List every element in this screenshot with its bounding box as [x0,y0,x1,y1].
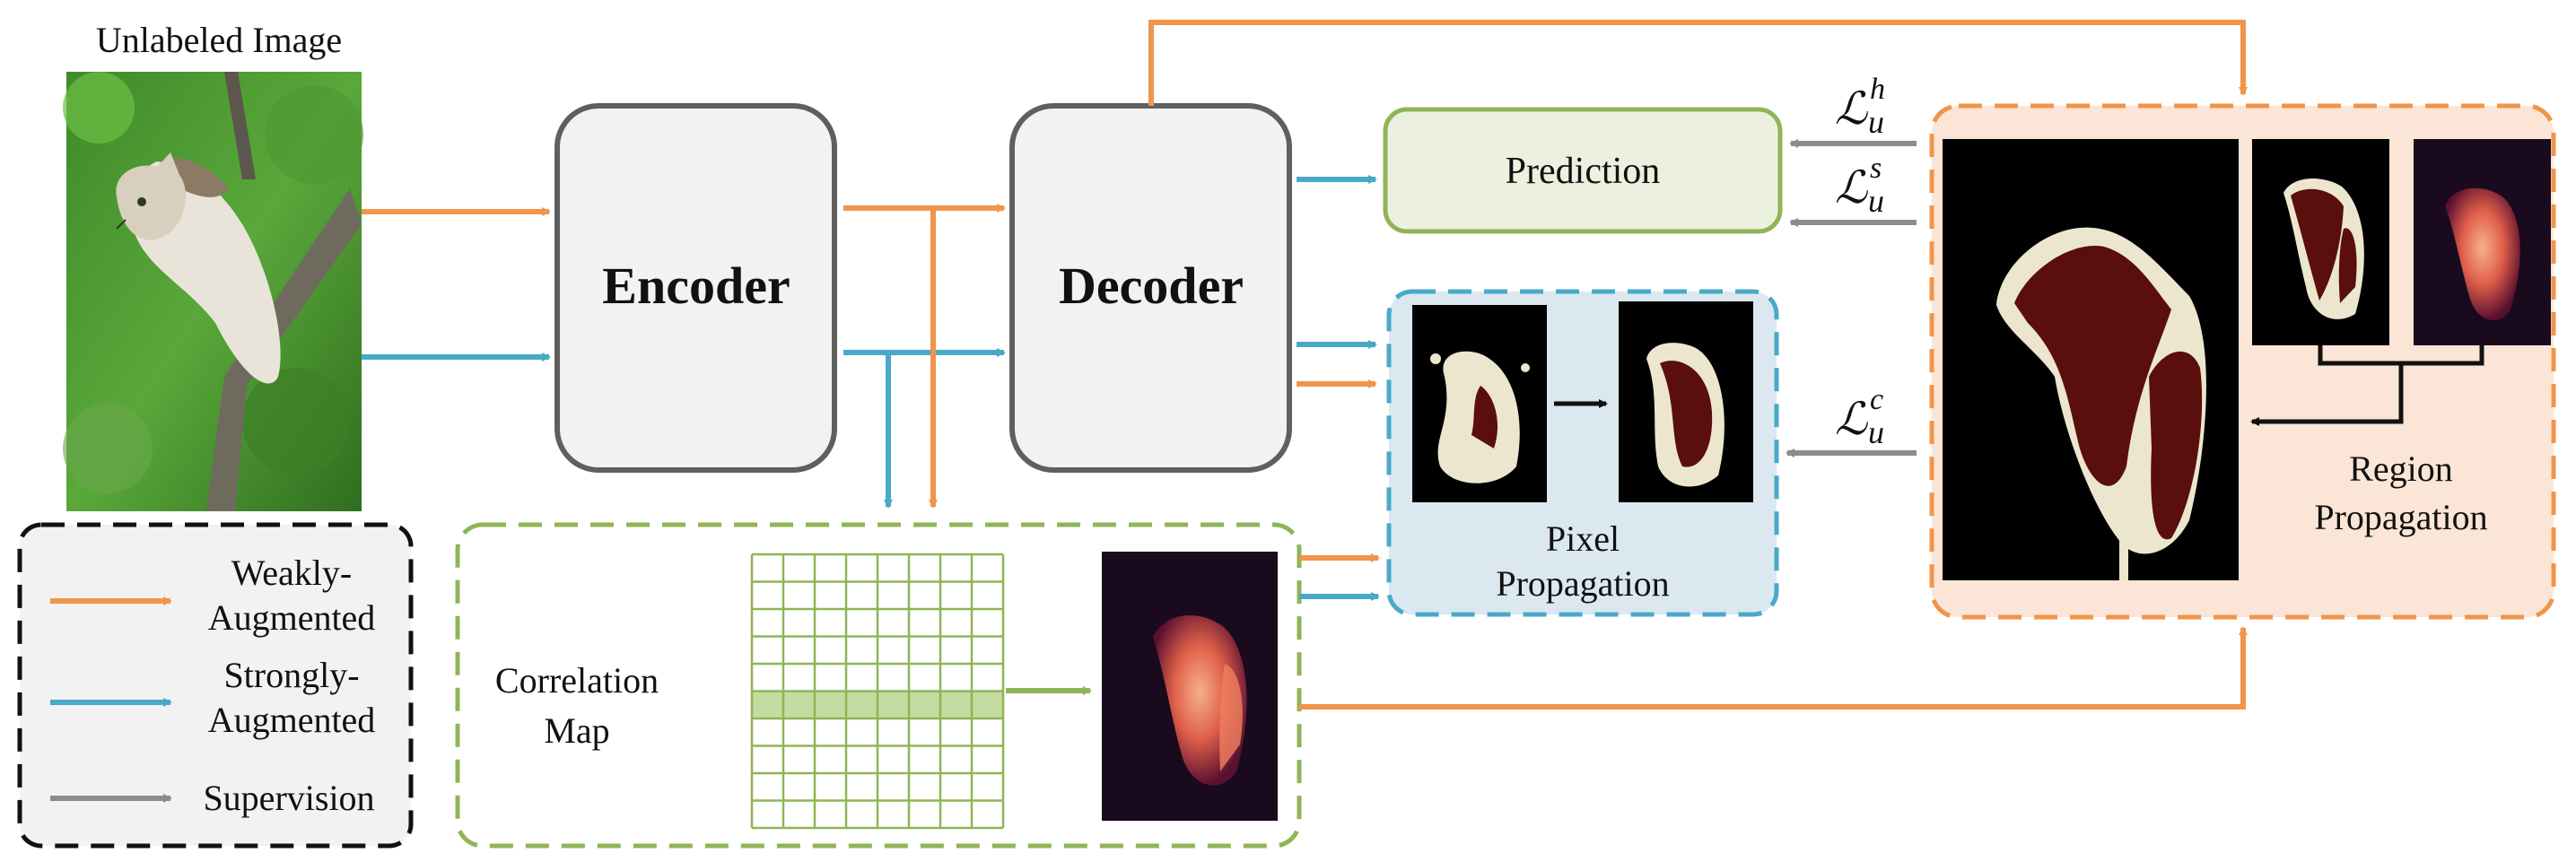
weak-arrow-decoder-to-region [1148,20,2248,106]
loss-hard-sup: h [1870,73,1885,106]
unlabeled-image [63,72,363,511]
pixel-mask-before [1412,305,1547,502]
loss-consistency: ℒ u c [1835,383,1884,450]
loss-hard-base: ℒ [1835,83,1868,134]
prediction-label: Prediction [1506,151,1661,192]
loss-hard-sub: u [1868,104,1884,140]
decoder-label: Decoder [1059,257,1244,315]
encoder-label: Encoder [602,257,790,315]
loss-consistency-sub: u [1868,414,1884,450]
weak-arrow-correlation-to-region [1299,626,2248,710]
loss-consistency-base: ℒ [1835,394,1868,444]
loss-consistency-sup: c [1870,383,1883,416]
input-image-label: Unlabeled Image [96,20,342,60]
pixel-propagation-label-2: Propagation [1496,563,1669,604]
correlation-label-1: Correlation [495,660,659,701]
legend-strong-line1: Strongly- [223,655,359,695]
legend-supervision-label: Supervision [203,778,374,818]
loss-soft-sup: s [1870,152,1882,185]
region-propagation-label-2: Propagation [2314,497,2487,537]
region-mask-small [2252,139,2389,345]
legend-box [17,522,414,849]
legend-weak-line2: Augmented [208,597,376,638]
legend-strong-line2: Augmented [208,700,376,740]
correlation-grid [750,553,1005,830]
region-mask-large [1943,139,2239,580]
correlation-heatmap [1102,552,1278,821]
region-heatmap-small [2414,139,2551,345]
loss-soft-sub: u [1868,183,1884,219]
loss-hard: ℒ u h [1835,73,1885,140]
pixel-propagation-label-1: Pixel [1546,518,1620,559]
loss-soft: ℒ u s [1835,152,1884,219]
input-image-group: Unlabeled Image [63,20,363,511]
prediction-box [1383,107,1783,234]
encoder-box [554,103,837,473]
legend-weak-line1: Weakly- [231,553,353,593]
region-propagation-label-1: Region [2349,448,2453,489]
region-propagation-arrow [2250,363,2404,426]
correlation-label-2: Map [544,710,609,751]
loss-soft-base: ℒ [1835,162,1868,213]
pixel-mask-after [1619,301,1753,502]
